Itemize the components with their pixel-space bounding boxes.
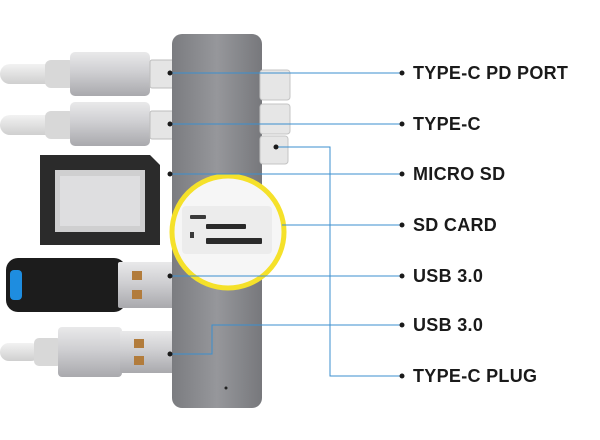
magnifier-icon	[169, 173, 287, 291]
label-typec-plug: TYPE-C PLUG	[413, 366, 538, 386]
label-typec: TYPE-C	[413, 114, 481, 134]
label-usb30-b: USB 3.0	[413, 315, 484, 335]
label-micro-sd: MICRO SD	[413, 164, 506, 184]
sd-card-icon	[40, 155, 160, 245]
usb-flash-drive-icon	[6, 258, 176, 312]
leader-lines	[167, 70, 405, 379]
label-usb30-a: USB 3.0	[413, 266, 484, 286]
usb-a-cable-icon	[0, 327, 176, 377]
label-sd-card: SD CARD	[413, 215, 498, 235]
label-typec-pd-port: TYPE-C PD PORT	[413, 63, 569, 83]
usb-a-cable-icon	[0, 52, 179, 96]
usb-a-cable-icon	[0, 102, 179, 146]
